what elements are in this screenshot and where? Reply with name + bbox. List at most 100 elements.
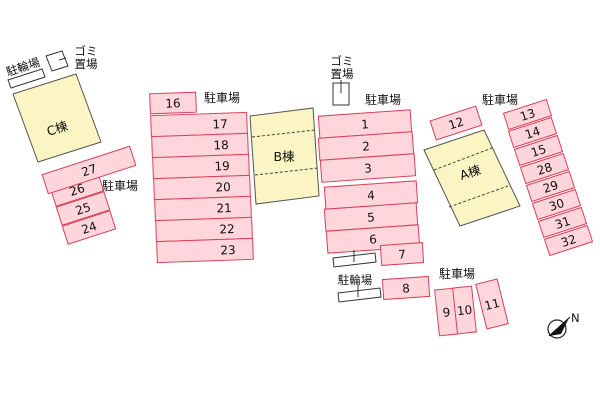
parking-space-number: 14 (523, 124, 542, 142)
parking-space-box (525, 170, 576, 203)
north-letter: N (571, 311, 580, 325)
parking-space-number: 21 (216, 201, 232, 216)
parking-space-number: 4 (367, 188, 376, 202)
parking-space-31: 31 (537, 206, 588, 239)
parking-space-10: 10 (452, 285, 477, 335)
parking-space-12: 12 (429, 105, 483, 141)
parking-space-22: 22 (155, 216, 253, 243)
parking-space-box (379, 242, 425, 266)
parking-space-box (149, 91, 197, 115)
parking-space-8: 8 (381, 275, 431, 301)
parking-space-box (154, 195, 252, 222)
parking-space-number: 30 (547, 196, 566, 214)
parking-space-box (519, 152, 570, 185)
parking-space-number: 5 (367, 210, 376, 224)
parking-space-28: 28 (519, 152, 570, 185)
parking-space-19: 19 (152, 153, 250, 180)
building-c-label: C棟 (45, 118, 70, 139)
parking-space-number: 20 (215, 180, 231, 195)
parking-space-number: 13 (518, 106, 537, 124)
building-b-label: B棟 (273, 149, 295, 164)
parking-space-number: 22 (219, 222, 235, 237)
parking-space-number: 23 (220, 243, 236, 258)
parking-space-box (155, 216, 253, 243)
parking-space-number: 24 (80, 219, 99, 237)
parking-space-box (153, 174, 251, 201)
parking-space-box (151, 132, 249, 159)
building-a: A棟 (423, 129, 521, 227)
parking-label-center-left: 駐車場 (204, 90, 240, 105)
parking-space-number: 15 (529, 142, 548, 160)
parking-space-box (41, 145, 137, 195)
parking-space-number: 8 (402, 281, 411, 295)
parking-space-box (452, 285, 477, 335)
parking-space-number: 32 (559, 232, 578, 250)
parking-space-number: 28 (535, 160, 554, 178)
parking-space-number: 10 (456, 303, 473, 319)
parking-space-15: 15 (513, 134, 564, 167)
parking-label-center: 駐車場 (365, 92, 401, 107)
parking-space-box (61, 210, 117, 245)
bicycle-parking-top: 駐輪場 (4, 55, 46, 89)
garbage-area-top-middle: ゴミ 置場 (331, 54, 354, 106)
parking-space-box (152, 153, 250, 180)
garbage-top-left-line1: ゴミ (75, 44, 98, 58)
parking-space-30: 30 (531, 188, 582, 221)
parking-space-number: 29 (541, 178, 560, 196)
parking-space-box (381, 275, 431, 301)
parking-space-box (429, 105, 483, 141)
garbage-top-middle-line2: 置場 (331, 67, 354, 81)
parking-space-box (156, 237, 254, 264)
parking-space-box (55, 191, 111, 226)
parking-space-number: 11 (483, 296, 501, 313)
building-a-label: A棟 (458, 162, 483, 183)
parking-space-box (543, 224, 594, 257)
parking-space-23: 23 (156, 237, 254, 264)
north-arrow-icon: N (547, 311, 580, 339)
parking-label-left: 駐車場 (102, 178, 138, 193)
parking-space-29: 29 (525, 170, 576, 203)
parking-space-number: 19 (214, 159, 230, 174)
parking-space-box (502, 98, 553, 131)
parking-space-27: 27 (41, 145, 137, 195)
parking-space-box (537, 206, 588, 239)
parking-space-number: 27 (80, 161, 99, 179)
parking-space-number: 12 (447, 114, 466, 132)
parking-space-number: 3 (364, 161, 373, 175)
building-c: C棟 (12, 73, 102, 163)
parking-space-box (475, 278, 509, 330)
parking-space-number: 9 (442, 305, 451, 320)
parking-space-number: 6 (369, 232, 378, 246)
parking-space-box (150, 111, 248, 138)
parking-space-number: 16 (165, 96, 181, 111)
parking-space-20: 20 (153, 174, 251, 201)
bicycle-parking-middle: 駐輪場 (332, 250, 382, 303)
parking-label-lower: 駐車場 (439, 266, 475, 281)
parking-space-21: 21 (154, 195, 252, 222)
garbage-top-middle-line1: ゴミ (331, 54, 354, 68)
parking-space-number: 2 (362, 139, 371, 153)
parking-space-box (531, 188, 582, 221)
parking-space-18: 18 (151, 132, 249, 159)
parking-space-number: 17 (212, 117, 228, 132)
parking-space-number: 1 (361, 117, 370, 131)
parking-space-number: 25 (74, 200, 93, 218)
parking-space-11: 11 (475, 278, 509, 330)
parking-space-24: 24 (61, 210, 117, 245)
parking-space-13: 13 (502, 98, 553, 131)
parking-space-14: 14 (507, 116, 558, 149)
parking-space-box (319, 153, 417, 183)
garbage-top-left-line2: 置場 (75, 57, 98, 71)
parking-label-right: 駐車場 (482, 92, 518, 107)
parking-space-number: 7 (398, 247, 407, 261)
parking-space-32: 32 (543, 224, 594, 257)
garbage-area-top-left: ゴミ 置場 (45, 44, 98, 72)
parking-space-number: 18 (213, 138, 229, 153)
bicycle-parking-middle-label: 駐輪場 (338, 273, 373, 287)
parking-space-box (513, 134, 564, 167)
building-b: B棟 (249, 107, 320, 205)
parking-space-17: 17 (150, 111, 248, 138)
parking-space-3: 3 (319, 153, 417, 183)
